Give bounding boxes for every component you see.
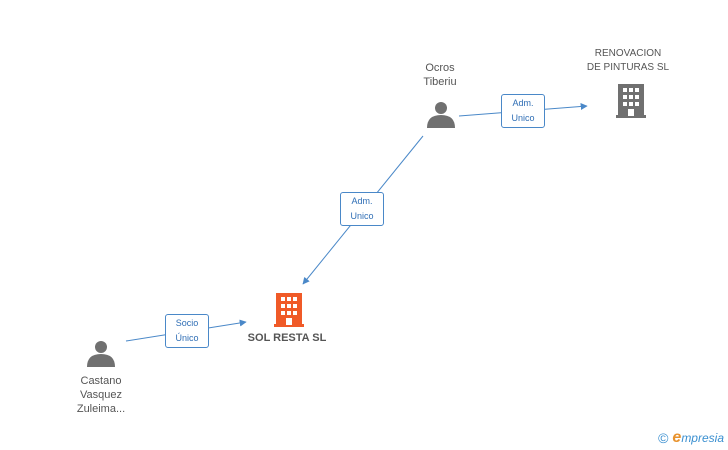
node-label-ocros[interactable]: Ocros Tiberiu <box>423 62 457 88</box>
edge-label-ocros-renovacion[interactable]: Adm. Unico <box>501 94 545 128</box>
copyright-icon: © <box>658 430 669 446</box>
brand-wordmark: empresia <box>672 429 724 446</box>
building-icon[interactable] <box>616 84 646 118</box>
node-label-castano[interactable]: Castano Vasquez Zuleima... <box>76 375 126 415</box>
main-building-icon[interactable] <box>274 293 304 327</box>
brand-logo[interactable]: © empresia <box>658 428 724 448</box>
person-icon[interactable] <box>427 102 455 128</box>
person-icon[interactable] <box>87 341 115 367</box>
node-label-renovacion[interactable]: RENOVACION DE PINTURAS SL <box>586 48 670 73</box>
edge-label-castano-solresta[interactable]: Socio Único <box>165 314 209 348</box>
node-label-solresta[interactable]: SOL RESTA SL <box>247 332 327 344</box>
edge-label-ocros-solresta[interactable]: Adm. Unico <box>340 192 384 226</box>
